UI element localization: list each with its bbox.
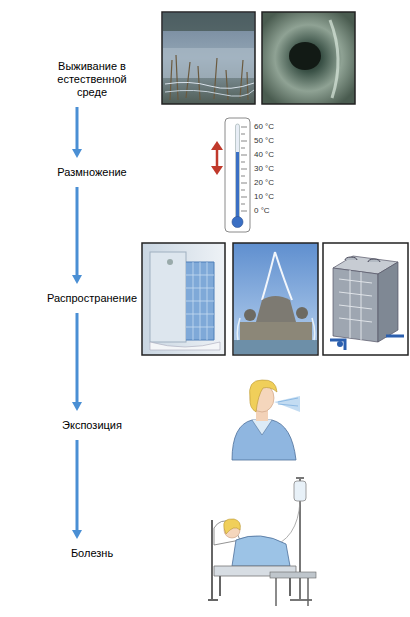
- scale-label: 60 °C: [254, 122, 274, 131]
- person-inhaling-part: [252, 420, 272, 435]
- flow-arrow: [72, 187, 82, 284]
- thermometer: [211, 118, 250, 232]
- step-text: Распространение: [22, 292, 162, 305]
- person-inhaling-part: [274, 396, 300, 412]
- patient-in-bed-part: [294, 481, 306, 501]
- scale-label: 10 °C: [254, 192, 274, 201]
- patient-in-bed-part: [220, 576, 290, 596]
- pipe-photo-part: [262, 12, 355, 104]
- shower-photo-part: [150, 342, 220, 350]
- flow-arrow: [72, 107, 82, 158]
- arrow-shaft: [76, 313, 79, 403]
- marsh-photo-part: [165, 82, 254, 88]
- arrow-shaft: [76, 187, 79, 276]
- patient-in-bed-part: [296, 477, 304, 479]
- flow-arrow: [72, 440, 82, 539]
- arrow-shaft: [76, 440, 79, 531]
- arrow-head: [72, 402, 82, 411]
- fountain-photo-part: [256, 296, 296, 322]
- marsh-photo-part: [170, 55, 248, 100]
- thermometer-part: [236, 152, 239, 220]
- pipe-photo-part: [330, 20, 338, 98]
- cooling-tower-part: [339, 270, 372, 340]
- scale-label: 20 °C: [254, 178, 274, 187]
- fountain-photo-part: [296, 307, 308, 319]
- pipe-photo-part: [289, 42, 321, 70]
- thermometer-part: [236, 124, 240, 219]
- fountain-photo-part: [244, 309, 256, 321]
- cooling-tower-part: [330, 336, 404, 350]
- step-text: Экспозиция: [22, 419, 162, 432]
- shower-photo-part: [150, 252, 186, 342]
- patient-in-bed-part: [276, 578, 308, 606]
- fountain-photo-part: [233, 243, 318, 355]
- arrow-head: [72, 275, 82, 284]
- cooling-tower-part: [333, 268, 378, 342]
- shower-photo-part: [167, 259, 173, 265]
- flow-arrow: [72, 313, 82, 411]
- shower-photo-part: [186, 262, 214, 340]
- patient-in-bed-part: [232, 536, 290, 566]
- person-inhaling-part: [278, 398, 298, 406]
- step-text: Выживание в естественной среде: [22, 60, 162, 99]
- marsh-photo-part: [163, 13, 254, 31]
- thermometer-part: [211, 166, 223, 175]
- marsh-photo: [162, 12, 255, 104]
- scale-label: 50 °C: [254, 136, 274, 145]
- step-text: Болезнь: [22, 547, 162, 560]
- thermometer-part: [241, 127, 247, 211]
- cooling-tower: [323, 243, 408, 355]
- cooling-tower-part: [323, 243, 408, 355]
- cooling-tower-part: [337, 341, 343, 347]
- scale-label: 40 °C: [254, 150, 274, 159]
- fountain-photo-part: [237, 318, 314, 340]
- shower-photo-part: [186, 262, 214, 340]
- patient-in-bed: [208, 478, 316, 606]
- fountain-photo-part: [240, 322, 312, 340]
- step-text: Размножение: [22, 166, 162, 179]
- fountain-photo: [233, 243, 318, 355]
- thermometer-part: [211, 141, 223, 150]
- person-inhaling: [232, 380, 300, 460]
- fountain-photo-part: [262, 252, 292, 300]
- patient-in-bed-part: [224, 519, 241, 534]
- scale-label: 0 °C: [254, 206, 270, 215]
- pipe-photo: [262, 12, 355, 104]
- thermometer-part: [225, 118, 250, 232]
- patient-in-bed-part: [270, 572, 316, 578]
- marsh-photo-part: [162, 12, 255, 104]
- arrow-shaft: [76, 107, 79, 150]
- cooling-tower-part: [345, 257, 380, 262]
- step-label-box: Экспозиция: [22, 417, 162, 434]
- cooling-tower-part: [378, 262, 398, 342]
- person-inhaling-part: [232, 420, 296, 460]
- person-inhaling-part: [250, 380, 278, 412]
- step-label-box: Размножение: [22, 164, 162, 181]
- step-label-box: Выживание в естественной среде: [22, 58, 162, 101]
- scale-label: 30 °C: [254, 164, 274, 173]
- arrow-head: [72, 530, 82, 539]
- step-label-box: Распространение: [22, 290, 162, 307]
- arrow-head: [72, 149, 82, 158]
- thermometer-part: [216, 147, 219, 169]
- fountain-photo-part: [234, 340, 317, 354]
- shower-photo: [142, 243, 225, 355]
- step-label-box: Болезнь: [22, 545, 162, 562]
- shower-photo-part: [142, 243, 225, 355]
- marsh-photo-part: [165, 90, 254, 96]
- thermometer-part: [232, 217, 243, 228]
